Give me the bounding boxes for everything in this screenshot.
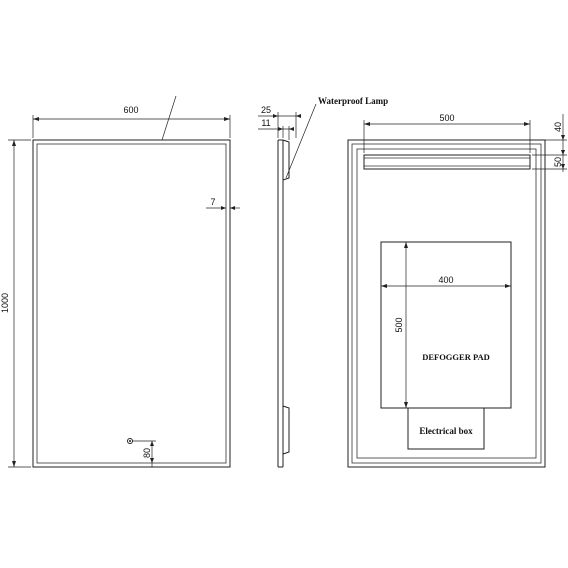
side-depth-total-label: 25 [261,105,271,115]
back-lamp-height-label: 50 [553,157,563,167]
front-view: 600 1000 7 80 [0,95,240,468]
touch-sensor-icon [127,438,133,444]
front-outer-frame [32,139,231,468]
back-view: 500 40 50 400 500 DEFOGGER PAD Electrica… [347,113,567,468]
defogger-pad-label: DEFOGGER PAD [422,352,490,362]
front-height-label: 1000 [0,293,10,313]
back-top-offset-label: 40 [553,122,563,132]
electrical-box-label: Electrical box [419,426,473,436]
pad-height-label: 500 [394,317,404,332]
back-outer-frame [347,139,546,468]
lamp-strip [363,154,531,170]
front-inner-frame [36,143,227,464]
front-inset-label: 7 [210,197,215,207]
side-view: 25 11 Waterproof Lamp [258,96,388,468]
front-width-label: 600 [123,105,138,115]
side-depth-lamp-label: 11 [261,118,270,128]
front-sensor-offset-label: 80 [142,448,152,458]
lamp-leader-line [285,103,317,179]
electrical-box [407,407,485,450]
front-leader-line [161,95,177,141]
back-lamp-width-label: 500 [439,113,454,123]
pad-width-label: 400 [438,275,453,285]
waterproof-lamp-label: Waterproof Lamp [318,96,388,106]
